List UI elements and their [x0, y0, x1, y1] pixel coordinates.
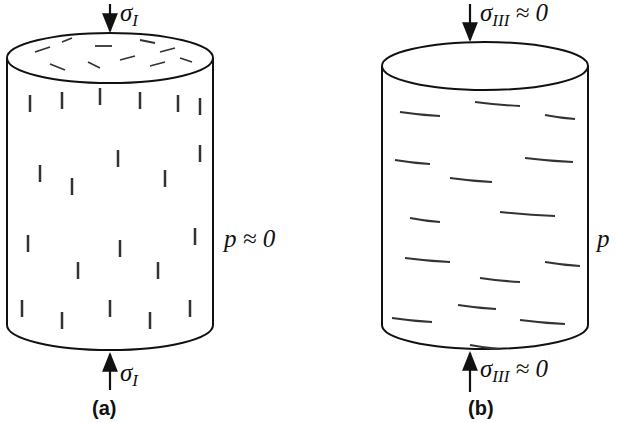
stress-label: σIII ≈ 0 — [480, 356, 548, 385]
panel-caption: (b) — [468, 398, 494, 418]
load-arrows — [110, 4, 470, 392]
stress-label: p ≈ 0 — [224, 226, 275, 251]
stress-label: σIII ≈ 0 — [480, 0, 548, 29]
cylinder-a — [7, 33, 213, 350]
panel-caption: (a) — [92, 398, 116, 418]
lateral-cracks — [392, 102, 580, 349]
cylinder-b — [382, 42, 588, 349]
stress-label: p — [597, 226, 610, 251]
stress-label: σI — [120, 360, 138, 389]
stress-label: σI — [120, 0, 138, 29]
axial-cracks — [22, 38, 200, 329]
